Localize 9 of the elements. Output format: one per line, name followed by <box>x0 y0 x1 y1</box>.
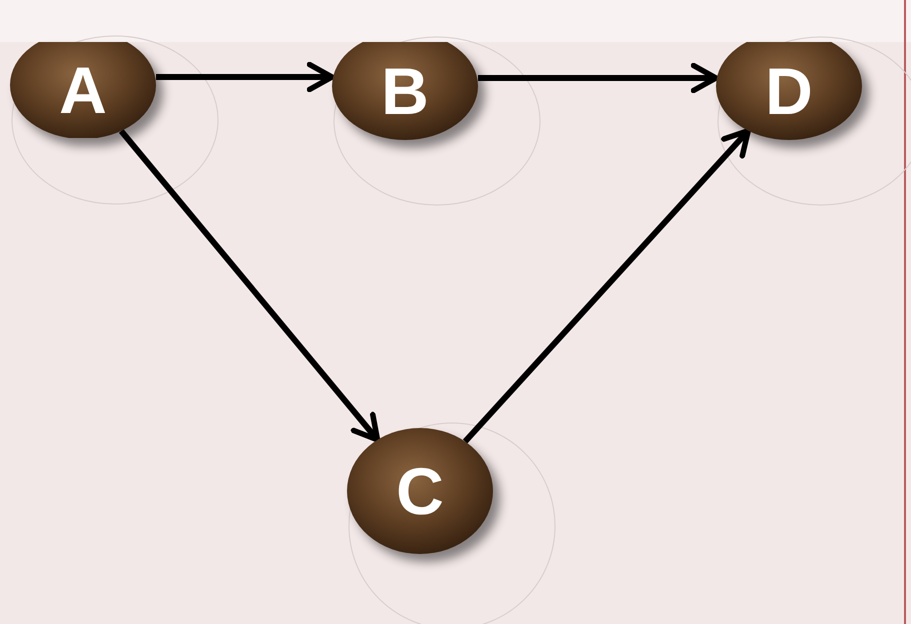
arrow <box>462 128 751 444</box>
node-label: D <box>764 58 814 124</box>
arrow <box>478 62 719 94</box>
circle-node <box>347 428 493 554</box>
arrow <box>118 129 380 443</box>
arrow <box>156 62 335 92</box>
node-label: B <box>380 58 430 124</box>
node-label: C <box>395 458 445 524</box>
node-label: A <box>58 57 108 123</box>
